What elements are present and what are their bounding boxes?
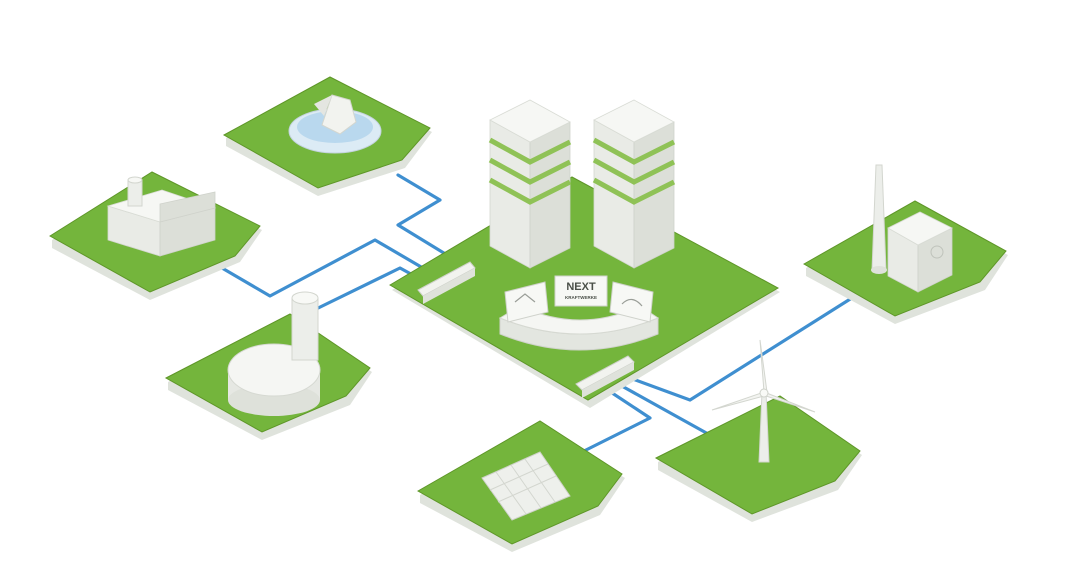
- factory-building-icon: [106, 176, 217, 257]
- cable-wind: [618, 383, 712, 437]
- central-hub-platform: NEXT KRAFTWERKE: [389, 99, 780, 408]
- cable-network: [220, 173, 857, 460]
- cable-chimney: [628, 294, 857, 402]
- server-tower-left: [488, 99, 572, 269]
- cable-solar: [568, 383, 652, 460]
- industrial-factory-tile: [49, 171, 262, 300]
- power-plant-chimney-tile: [802, 164, 1008, 324]
- next-screen-label: NEXT: [566, 281, 596, 293]
- chimney-icon: [871, 164, 887, 274]
- next-screen-sublabel: KRAFTWERKE: [565, 295, 597, 300]
- control-desk: NEXT KRAFTWERKE: [498, 275, 660, 351]
- cable-fountain: [396, 173, 454, 260]
- solar-panel-icon: [481, 451, 571, 521]
- wind-turbine-icon: [711, 339, 816, 463]
- monitor-left: [504, 281, 549, 323]
- fountain-icon: [321, 94, 357, 135]
- wind-turbine-tile: [654, 339, 862, 522]
- solar-panel-tile: [416, 420, 625, 552]
- silo-icon: [291, 291, 319, 361]
- biogas-plant-tile: [164, 291, 372, 440]
- biogas-dome-icon: [227, 343, 321, 416]
- hydro-fountain-tile: [222, 76, 432, 196]
- monitor-right: [609, 281, 654, 323]
- cable-factory: [220, 238, 442, 298]
- connector-bottom: [575, 355, 635, 398]
- monitor-center: NEXT KRAFTWERKE: [554, 275, 608, 307]
- server-tower-right: [592, 99, 676, 269]
- connector-top: [417, 261, 476, 304]
- power-house-icon: [887, 211, 953, 293]
